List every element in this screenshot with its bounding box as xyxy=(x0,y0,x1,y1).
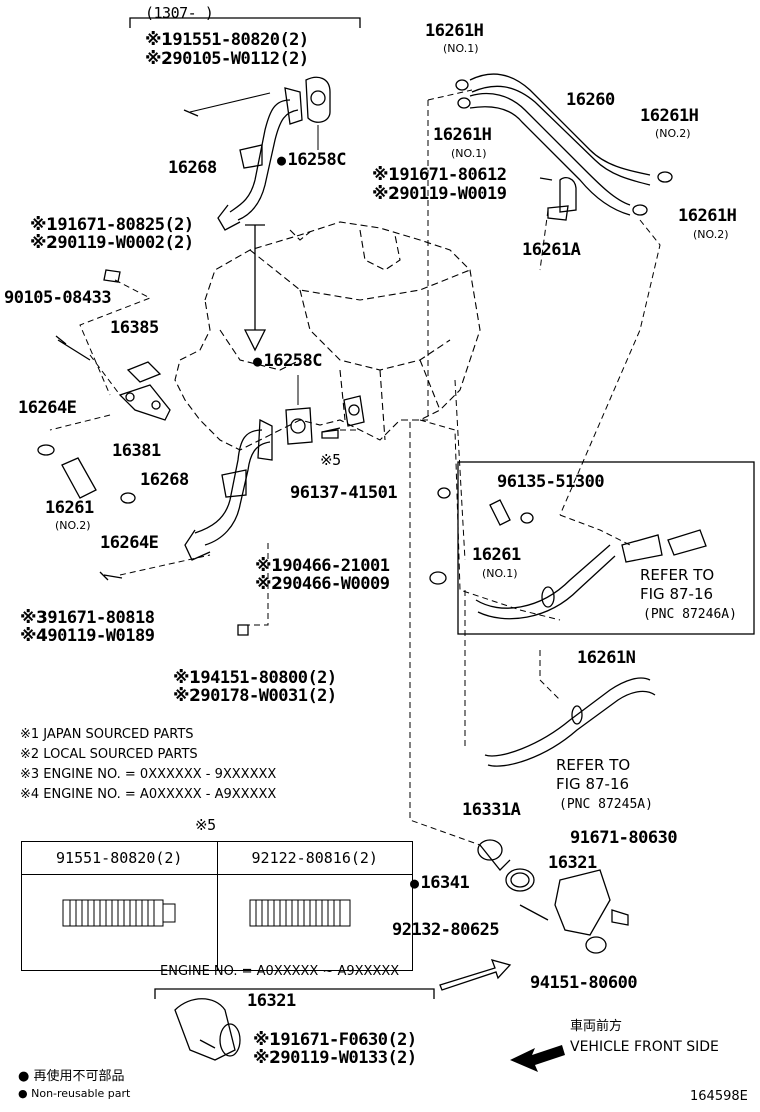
refer-to-1: REFER TO xyxy=(640,566,715,584)
hose-inset-box xyxy=(457,461,755,635)
assembly-arrow xyxy=(243,224,267,352)
part-91671-80612[interactable]: ※191671-80612 xyxy=(372,165,507,185)
part-16264e-upper[interactable]: 16264E xyxy=(18,398,77,418)
gasket-lower xyxy=(285,375,365,445)
part-94151-80800[interactable]: ※194151-80800(2) xyxy=(173,668,337,688)
hose-16261-no2 xyxy=(37,444,136,504)
bolt-table-cell-2 xyxy=(216,874,413,971)
part-90105-08433[interactable]: 90105-08433 xyxy=(4,288,112,308)
part-91671-f0630[interactable]: ※191671-F0630(2) xyxy=(253,1030,417,1050)
part-16261n[interactable]: 16261N xyxy=(577,648,636,668)
part-16261a[interactable]: 16261A xyxy=(522,240,581,260)
engine-no-bracket-line xyxy=(154,988,435,999)
part-94151-80600[interactable]: 94151-80600 xyxy=(530,973,638,993)
part-16331a[interactable]: 16331A xyxy=(462,800,521,820)
part-90466-21001[interactable]: ※190466-21001 xyxy=(255,556,390,576)
hose-16261n xyxy=(484,677,656,767)
hose-inset xyxy=(475,499,707,620)
part-16268-upper[interactable]: 16268 xyxy=(168,158,217,178)
note-4: ※4 ENGINE NO. = A0XXXXX - A9XXXXX xyxy=(20,787,277,802)
leader-lines xyxy=(49,89,661,846)
part-16261h-no1-mid[interactable]: 16261H xyxy=(433,125,492,145)
part-90466-w0009[interactable]: ※290466-W0009 xyxy=(255,574,390,594)
stud-mark-5: ※5 xyxy=(320,451,341,469)
clamps-top xyxy=(455,79,673,216)
hoses-16260 xyxy=(469,73,651,216)
bracket-16381 xyxy=(118,361,171,421)
note-1: ※1 JAPAN SOURCED PARTS xyxy=(20,727,194,742)
part-90105-w0112[interactable]: ※290105-W0112(2) xyxy=(145,49,309,69)
top-bracket-line xyxy=(129,17,361,28)
part-16261h-no2-bot[interactable]: 16261H xyxy=(678,206,737,226)
part-92132-80625[interactable]: 92132-80625 xyxy=(392,920,500,940)
non-reusable-dot-icon-2: ● xyxy=(18,1087,32,1100)
part-16261h-no1-top[interactable]: 16261H xyxy=(425,21,484,41)
figure-id: 164598E xyxy=(690,1089,748,1104)
non-reusable-jp: ● 再使用不可部品 xyxy=(18,1069,125,1084)
water-pipe-lower xyxy=(184,418,273,561)
part-96137-41501[interactable]: 96137-41501 xyxy=(290,483,398,503)
part-16261h-no1-mid-sub: (NO.1) xyxy=(451,147,487,160)
part-90119-w0133[interactable]: ※290119-W0133(2) xyxy=(253,1048,417,1068)
bracket-16261a xyxy=(539,177,577,221)
part-91671-80825[interactable]: ※191671-80825(2) xyxy=(30,215,194,235)
part-16258c-lower[interactable]: 16258C xyxy=(253,353,323,370)
part-16264e-lower[interactable]: 16264E xyxy=(100,533,159,553)
part-16261-no1-sub: (NO.1) xyxy=(482,567,518,580)
part-90119-w0189[interactable]: ※490119-W0189 xyxy=(20,626,155,646)
part-16261-no2-sub: (NO.2) xyxy=(55,519,91,532)
part-16261-no2[interactable]: 16261 xyxy=(45,498,94,518)
part-16261h-no2-bot-sub: (NO.2) xyxy=(693,228,729,241)
part-91671-80630[interactable]: 91671-80630 xyxy=(570,828,678,848)
part-16261h-no2-top-sub: (NO.2) xyxy=(655,127,691,140)
refer-to-2: REFER TO xyxy=(556,756,631,774)
part-96135-51300[interactable]: 96135-51300 xyxy=(497,472,605,492)
part-91671-80818[interactable]: ※391671-80818 xyxy=(20,608,155,628)
part-16258c-upper[interactable]: 16258C xyxy=(277,152,347,169)
engine-no-label: ENGINE NO. = A0XXXXX ~ A9XXXXX xyxy=(160,964,400,979)
outline-arrow xyxy=(439,959,512,991)
part-91551-80820[interactable]: ※191551-80820(2) xyxy=(145,30,309,50)
part-16381[interactable]: 16381 xyxy=(112,441,161,461)
refer-fig-1[interactable]: FIG 87-16 xyxy=(640,585,714,603)
bolt-table-marker: ※5 xyxy=(195,816,216,834)
note-3: ※3 ENGINE NO. = 0XXXXXX - 9XXXXXX xyxy=(20,767,277,782)
part-16341[interactable]: 16341 xyxy=(410,875,470,892)
vehicle-front-en: VEHICLE FRONT SIDE xyxy=(570,1039,719,1055)
part-90178-w0031[interactable]: ※290178-W0031(2) xyxy=(173,686,337,706)
part-16261h-no2-top[interactable]: 16261H xyxy=(640,106,699,126)
bolt-table-header-2[interactable]: 92122-80816(2) xyxy=(216,841,413,875)
vehicle-front-arrow-icon xyxy=(510,1045,565,1072)
alt-thermostat-housing xyxy=(174,998,241,1061)
non-reusable-dot-icon: ● xyxy=(18,1069,34,1084)
non-reusable-en: ● Non-reusable part xyxy=(18,1087,131,1100)
top-bracket-label: (1307- ) xyxy=(145,4,214,22)
part-16261h-no1-top-sub: (NO.1) xyxy=(443,42,479,55)
part-90119-w0002[interactable]: ※290119-W0002(2) xyxy=(30,233,194,253)
part-16321[interactable]: 16321 xyxy=(548,853,597,873)
part-16385[interactable]: 16385 xyxy=(110,318,159,338)
part-16261-no1[interactable]: 16261 xyxy=(472,545,521,565)
thermostat-assembly xyxy=(477,839,629,954)
refer-pnc-2: (PNC 87245A) xyxy=(559,797,653,812)
bolt-table-header-1[interactable]: 91551-80820(2) xyxy=(21,841,218,875)
water-pipe-upper xyxy=(183,87,303,231)
bolt-table: 91551-80820(2) 92122-80816(2) xyxy=(21,841,413,971)
refer-fig-2[interactable]: FIG 87-16 xyxy=(556,775,630,793)
clamps-mid xyxy=(429,487,451,585)
refer-pnc-1: (PNC 87246A) xyxy=(643,607,737,622)
engine-block xyxy=(174,221,481,451)
part-90119-w0019[interactable]: ※290119-W0019 xyxy=(372,184,507,204)
part-16268-lower[interactable]: 16268 xyxy=(140,470,189,490)
vehicle-front-jp: 車両前方 xyxy=(570,1019,623,1034)
gasket-upper xyxy=(305,76,331,150)
part-16260[interactable]: 16260 xyxy=(566,90,615,110)
note-2: ※2 LOCAL SOURCED PARTS xyxy=(20,747,198,762)
bolt-table-cell-1 xyxy=(21,874,218,971)
part-16321-alt[interactable]: 16321 xyxy=(247,991,296,1011)
